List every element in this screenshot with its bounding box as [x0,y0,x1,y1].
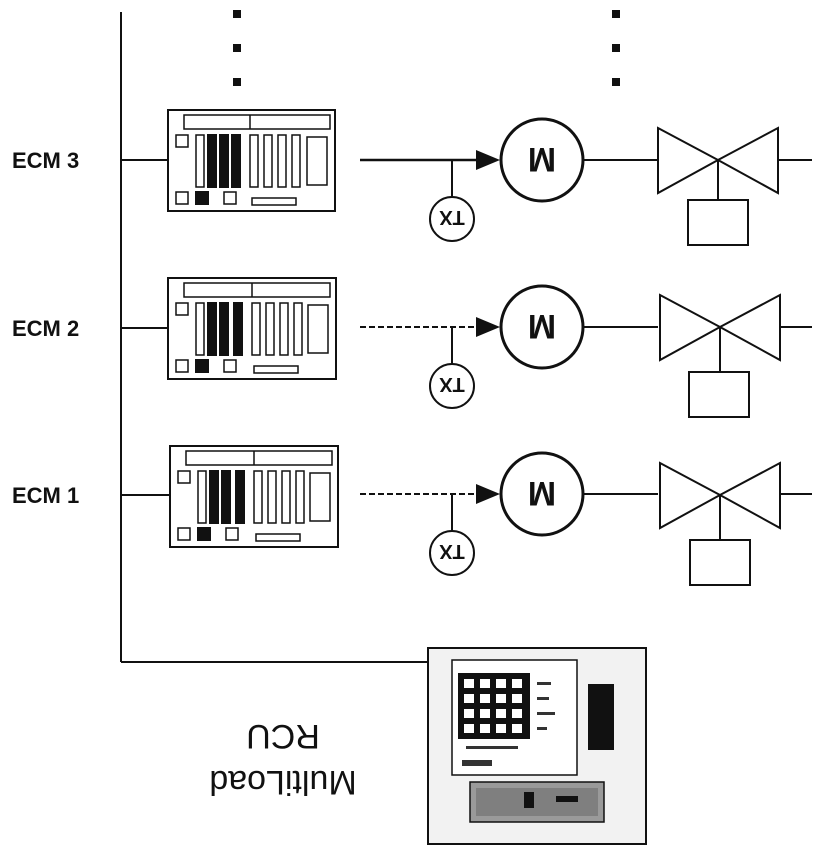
continuation-dots-right [612,10,620,86]
valve-1 [659,461,781,586]
rcu-title-line2: MultiLoad [209,763,356,801]
transmitter-circles [429,196,475,576]
ecm-module-1 [169,445,339,548]
ecm-label-1: ECM 1 [12,483,79,508]
ecm-module-2 [167,277,337,380]
rcu-title-line1: RCU [246,717,320,755]
transmitter-label-2: TX [439,373,465,395]
continuation-dots-left [233,10,241,86]
transmitter-label-3: TX [439,206,465,228]
rcu-keypad-text-marks [462,682,555,766]
flow-lines [360,158,812,495]
flow-arrows [476,150,500,504]
transmitter-label-1: TX [439,540,465,562]
motor-label-3: M [528,140,556,178]
ecm-module-3 [167,109,336,212]
rcu-keypad [458,673,530,739]
valve-3 [657,126,779,246]
valve-2 [659,293,781,418]
motor-circles [499,117,585,537]
communication-bus [120,12,428,663]
motor-label-1: M [528,474,556,512]
rcu-device [427,647,647,845]
motor-label-2: M [528,307,556,345]
ecm-label-2: ECM 2 [12,316,79,341]
rcu-title: RCU MultiLoad [209,717,356,801]
ecm-label-3: ECM 3 [12,148,79,173]
rcu-display [588,684,614,750]
